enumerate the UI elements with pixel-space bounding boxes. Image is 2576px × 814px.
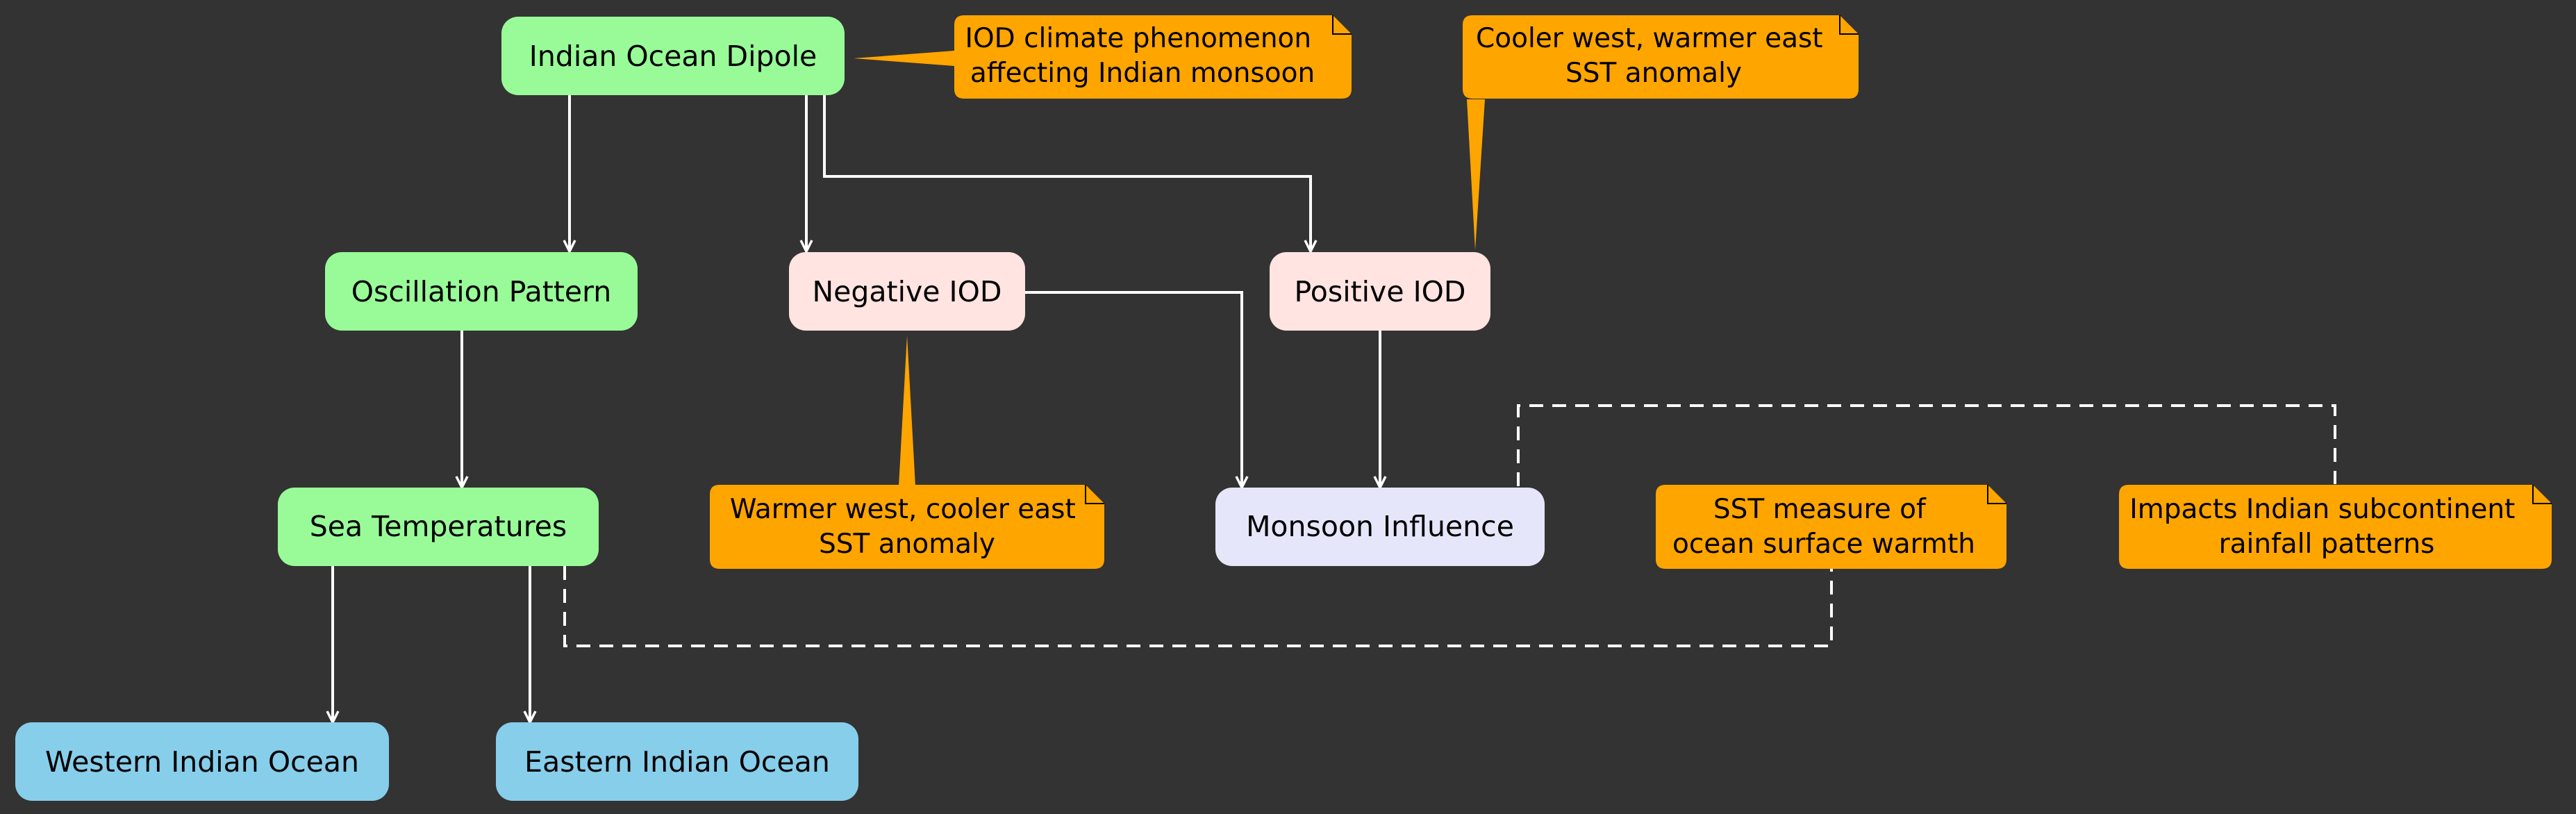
note-negative-iod: Warmer west, cooler east SST anomaly <box>710 485 1104 569</box>
note-iod-line-2: affecting Indian monsoon <box>970 58 1315 89</box>
note-negative-line-1: Warmer west, cooler east <box>730 494 1076 525</box>
note-tails <box>854 51 1485 486</box>
connectors <box>333 95 1380 722</box>
tail-positive-note <box>1467 99 1485 250</box>
note-monsoon-line-2: rainfall patterns <box>2219 529 2435 560</box>
tail-negative-note <box>899 335 915 486</box>
note-positive-line-1: Cooler west, warmer east <box>1476 23 1823 54</box>
note-sst-line-1: SST measure of <box>1713 494 1927 525</box>
note-negative-text: Warmer west, cooler east SST anomaly <box>730 494 1084 560</box>
node-western-indian-ocean[interactable]: Western Indian Ocean <box>15 722 389 801</box>
note-monsoon: Impacts Indian subcontinent rainfall pat… <box>2119 485 2552 569</box>
node-negative-iod[interactable]: Negative IOD <box>789 252 1025 331</box>
note-sst-text: SST measure of ocean surface warmth <box>1672 494 1975 560</box>
tail-iod-note <box>854 51 954 66</box>
node-monsoon-influence[interactable]: Monsoon Influence <box>1215 488 1545 566</box>
note-positive-text: Cooler west, warmer east SST anomaly <box>1476 23 1831 89</box>
note-link-monsoon-influence <box>1517 404 2336 486</box>
node-sea-temperatures[interactable]: Sea Temperatures <box>278 488 599 566</box>
node-oscillation-pattern-label: Oscillation Pattern <box>351 275 612 308</box>
node-eastern-indian-ocean-label: Eastern Indian Ocean <box>524 745 830 779</box>
edge-negative-to-monsoon <box>1024 291 1242 488</box>
node-positive-iod[interactable]: Positive IOD <box>1270 252 1490 331</box>
node-sea-temperatures-label: Sea Temperatures <box>310 510 567 543</box>
edge-dipole-to-positive <box>823 95 1311 251</box>
note-iod: IOD climate phenomenon affecting Indian … <box>954 15 1352 99</box>
node-oscillation-pattern[interactable]: Oscillation Pattern <box>325 252 638 331</box>
note-iod-line-1: IOD climate phenomenon <box>965 23 1311 54</box>
note-negative-line-2: SST anomaly <box>819 529 995 560</box>
note-iod-text: IOD climate phenomenon affecting Indian … <box>965 23 1320 89</box>
note-positive-iod: Cooler west, warmer east SST anomaly <box>1463 15 1859 99</box>
node-western-indian-ocean-label: Western Indian Ocean <box>45 745 359 779</box>
note-sst-line-2: ocean surface warmth <box>1672 529 1975 560</box>
node-negative-iod-label: Negative IOD <box>813 275 1002 308</box>
node-monsoon-influence-label: Monsoon Influence <box>1246 510 1514 543</box>
note-sst: SST measure of ocean surface warmth <box>1656 485 2006 569</box>
node-positive-iod-label: Positive IOD <box>1294 275 1465 308</box>
node-indian-ocean-dipole[interactable]: Indian Ocean Dipole <box>501 17 845 95</box>
node-indian-ocean-dipole-label: Indian Ocean Dipole <box>529 40 817 73</box>
note-connectors <box>563 404 2336 647</box>
note-monsoon-line-1: Impacts Indian subcontinent <box>2129 494 2515 525</box>
note-monsoon-text: Impacts Indian subcontinent rainfall pat… <box>2129 494 2524 560</box>
note-positive-line-2: SST anomaly <box>1565 58 1742 89</box>
note-link-sea-temperatures <box>563 566 1833 647</box>
node-eastern-indian-ocean[interactable]: Eastern Indian Ocean <box>496 722 858 801</box>
